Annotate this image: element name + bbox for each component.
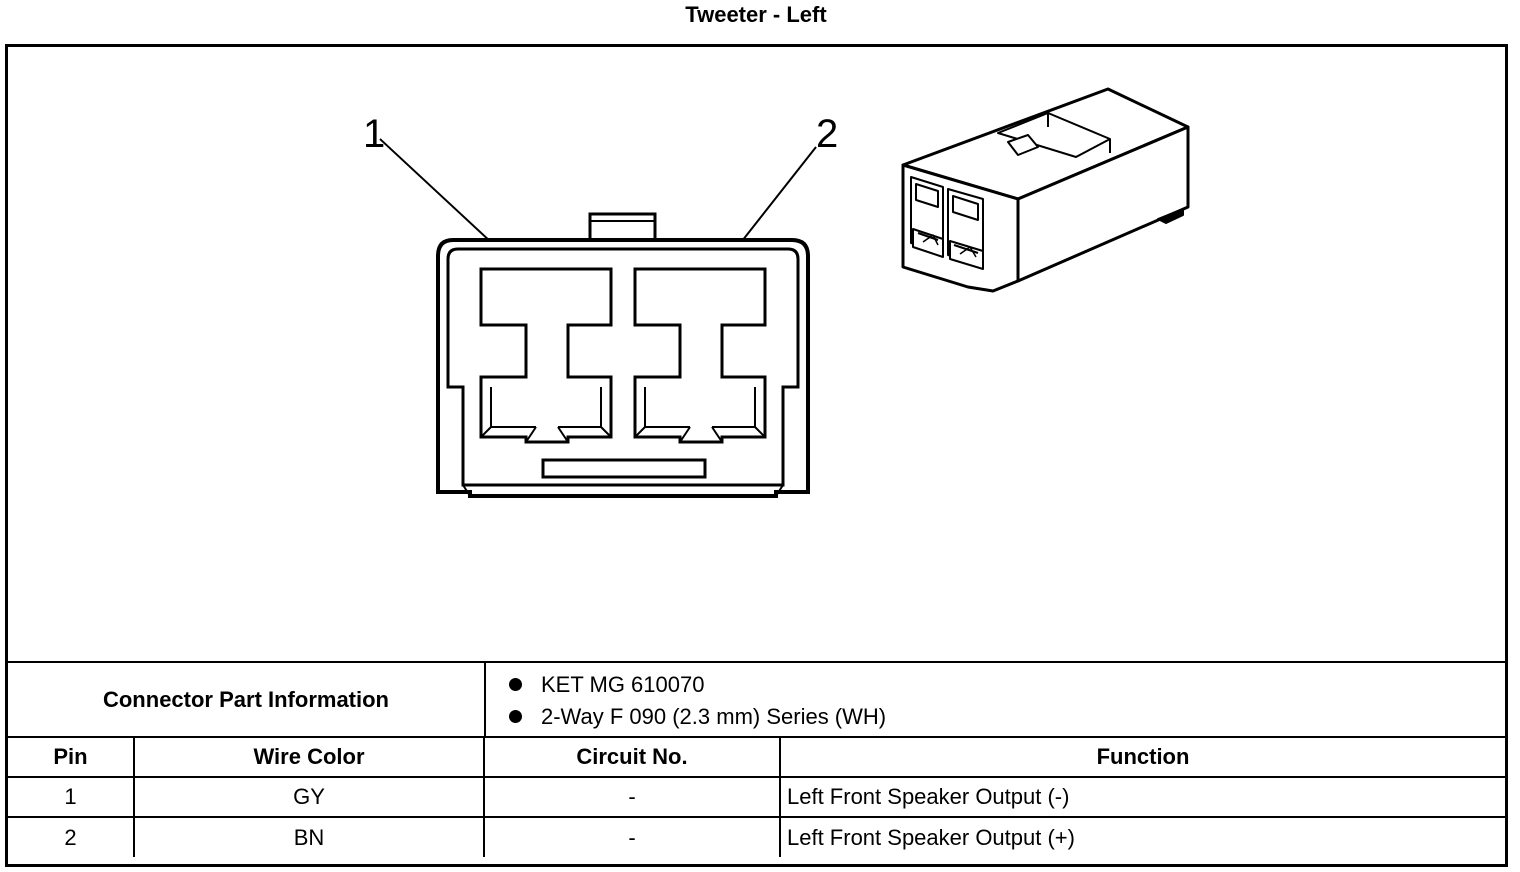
connector-face-view xyxy=(436,212,810,498)
connector-info-list: KET MG 610070 2-Way F 090 (2.3 mm) Serie… xyxy=(486,669,886,733)
function-cell: Left Front Speaker Output (+) xyxy=(779,816,1505,857)
function-cell: Left Front Speaker Output (-) xyxy=(779,776,1505,817)
pin-table: Pin Wire Color Circuit No. Function 1 GY… xyxy=(8,736,1505,857)
connector-diagram: 1 2 xyxy=(8,47,1505,661)
page-title: Tweeter - Left xyxy=(685,2,827,27)
header-function: Function xyxy=(779,736,1505,777)
pin-table-header: Pin Wire Color Circuit No. Function xyxy=(8,736,1505,777)
header-pin: Pin xyxy=(8,736,134,777)
pin-cell: 1 xyxy=(8,776,134,817)
bullet-icon xyxy=(509,710,522,723)
connector-info-item: KET MG 610070 xyxy=(486,669,886,701)
header-wire-color: Wire Color xyxy=(133,736,484,777)
connector-isometric-view xyxy=(901,87,1190,293)
connector-info-label: Connector Part Information xyxy=(8,663,486,736)
wire-color-cell: GY xyxy=(133,776,484,817)
connector-series: 2-Way F 090 (2.3 mm) Series (WH) xyxy=(541,704,887,729)
wire-color-cell: BN xyxy=(133,816,484,857)
connector-info-row: Connector Part Information KET MG 610070… xyxy=(8,661,1505,736)
pin-label-2: 2 xyxy=(816,112,838,156)
pin-cell: 2 xyxy=(8,816,134,857)
connector-info-item: 2-Way F 090 (2.3 mm) Series (WH) xyxy=(486,701,886,733)
pin-label-1: 1 xyxy=(363,112,385,156)
circuit-cell: - xyxy=(483,776,780,817)
connector-frame: 1 2 xyxy=(5,44,1508,867)
table-row: 2 BN - Left Front Speaker Output (+) xyxy=(8,816,1505,857)
header-circuit-no: Circuit No. xyxy=(483,736,780,777)
bullet-icon xyxy=(509,678,522,691)
circuit-cell: - xyxy=(483,816,780,857)
connector-part-number: KET MG 610070 xyxy=(541,672,705,697)
table-row: 1 GY - Left Front Speaker Output (-) xyxy=(8,776,1505,817)
